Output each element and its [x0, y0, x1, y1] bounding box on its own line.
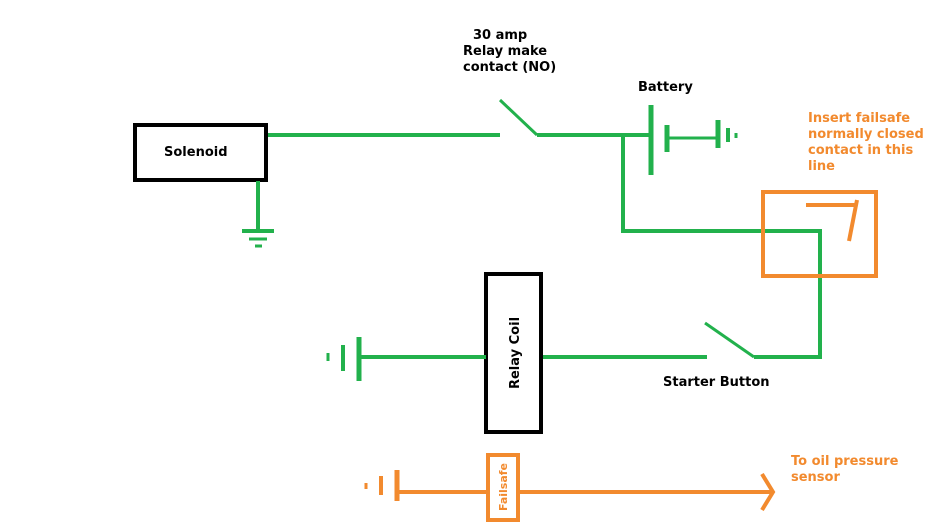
failsafe-note-line-2: normally closed	[808, 127, 924, 142]
relay-contact-line-1: 30 amp	[473, 28, 528, 43]
relay-contact-line-3: contact (NO)	[463, 60, 557, 75]
relay-coil-label: Relay Coil	[508, 317, 523, 389]
ground-icon-coil	[326, 337, 362, 381]
oil-sensor-line-2: sensor	[791, 470, 840, 485]
failsafe-box-label: Failsafe	[497, 463, 510, 511]
failsafe-contact-box	[761, 190, 878, 278]
ground-icon-solenoid	[242, 229, 274, 248]
battery-label: Battery	[638, 80, 693, 95]
relay-coil-box	[484, 272, 543, 434]
ground-icon-battery	[715, 120, 738, 148]
solenoid-box	[133, 123, 268, 182]
failsafe-switch-box	[486, 453, 520, 522]
oil-sensor-line-1: To oil pressure	[791, 454, 899, 469]
failsafe-note-line-4: line	[808, 159, 835, 174]
failsafe-note-line-3: contact in this	[808, 143, 914, 158]
failsafe-note: Insert failsafe normally closed contact …	[808, 111, 924, 175]
relay-contact-label: 30 amp Relay make contact (NO)	[463, 28, 556, 76]
failsafe-contact-blade	[847, 199, 859, 242]
oil-sensor-label: To oil pressure sensor	[791, 454, 898, 486]
starter-button-label: Starter Button	[663, 375, 770, 390]
starter-button-blade	[704, 321, 755, 359]
wire-battery-to-failsafe	[621, 135, 822, 357]
failsafe-note-line-1: Insert failsafe	[808, 111, 911, 126]
relay-contact-line-2: Relay make	[463, 44, 548, 59]
ground-icon-oil	[364, 470, 400, 501]
arrow-head-icon	[760, 472, 776, 512]
solenoid-label: Solenoid	[164, 145, 228, 160]
relay-contact-blade	[498, 98, 539, 137]
